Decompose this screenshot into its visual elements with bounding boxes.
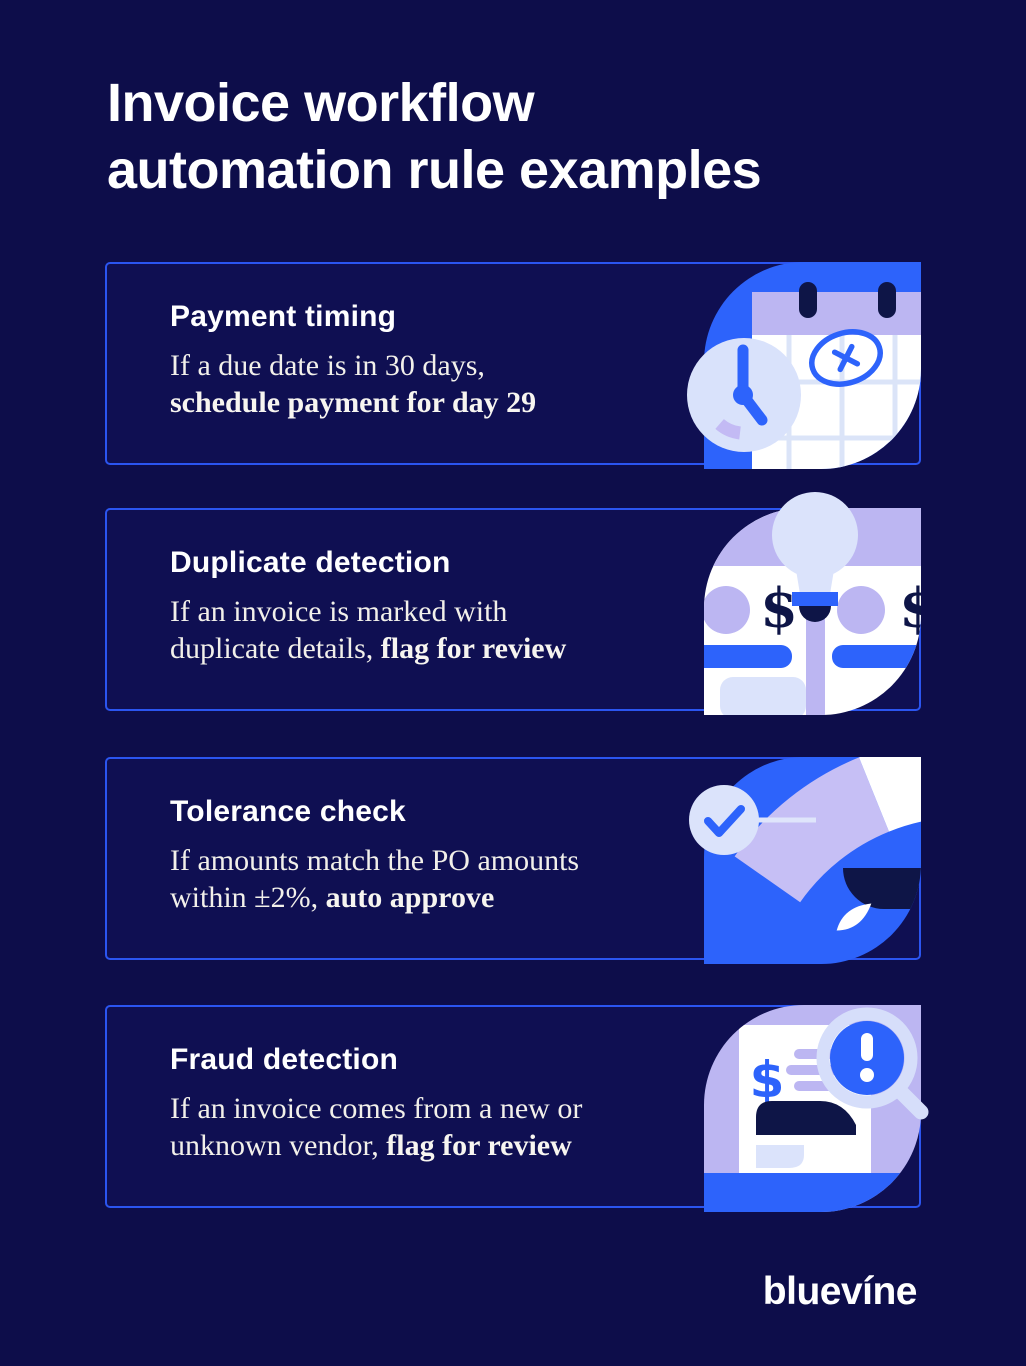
card-tolerance-check: Tolerance check If amounts match the PO … (105, 757, 921, 964)
card-body-line2-regular: within ±2%, (170, 881, 326, 914)
card-tolerance-check-content: Tolerance check If amounts match the PO … (170, 795, 579, 916)
calendar-clock-illustration (687, 262, 921, 469)
brand-logo: bluevíne (762, 1270, 918, 1313)
dollar-sign-glyph: $ (760, 576, 798, 640)
invoice-magnifier-illustration: $ (704, 1005, 929, 1212)
card-body: If an invoice is marked with duplicate de… (170, 593, 566, 667)
card-body-line2-bold: flag for review (380, 632, 567, 665)
card-duplicate-detection: Duplicate detection If an invoice is mar… (105, 492, 921, 715)
card-title: Payment timing (170, 300, 397, 333)
card-title: Duplicate detection (170, 546, 451, 579)
card-payment-timing-content: Payment timing If a due date is in 30 da… (170, 300, 536, 421)
card-body: If a due date is in 30 days, schedule pay… (170, 347, 536, 421)
card-title: Tolerance check (170, 795, 406, 828)
card-body-line1: If amounts match the PO amounts (170, 844, 580, 877)
page-title-line1: Invoice workflow (107, 73, 535, 133)
card-body-line2-bold: schedule payment for day 29 (170, 386, 537, 419)
page-title: Invoice workflow automation rule examples (107, 70, 762, 204)
page-title-line2: automation rule examples (107, 140, 762, 200)
card-body-line2-regular: duplicate details, (170, 632, 381, 665)
card-fraud-detection-content: Fraud detection If an invoice comes from… (170, 1043, 582, 1164)
card-body-line1: If an invoice is marked with (170, 595, 508, 628)
card-body-line2-bold: flag for review (386, 1129, 572, 1162)
card-body-line1: If an invoice comes from a new or (170, 1092, 583, 1125)
card-body-line1: If a due date is in 30 days, (170, 349, 485, 382)
card-body: If an invoice comes from a new or unknown… (170, 1090, 582, 1164)
card-title: Fraud detection (170, 1043, 399, 1076)
gauge-checkmark-illustration (689, 757, 921, 964)
card-duplicate-detection-content: Duplicate detection If an invoice is mar… (170, 546, 566, 667)
card-body-line2-regular: unknown vendor, (170, 1129, 387, 1162)
card-fraud-detection: Fraud detection If an invoice comes from… (105, 1005, 929, 1212)
duplicate-invoices-illustration: $ $ (704, 492, 921, 715)
card-body-line2-bold: auto approve (325, 881, 495, 914)
card-payment-timing: Payment timing If a due date is in 30 da… (105, 262, 921, 469)
dollar-sign-glyph: $ (899, 576, 937, 640)
dollar-sign-glyph: $ (750, 1051, 785, 1109)
card-body: If amounts match the PO amounts within ±2… (170, 842, 579, 916)
